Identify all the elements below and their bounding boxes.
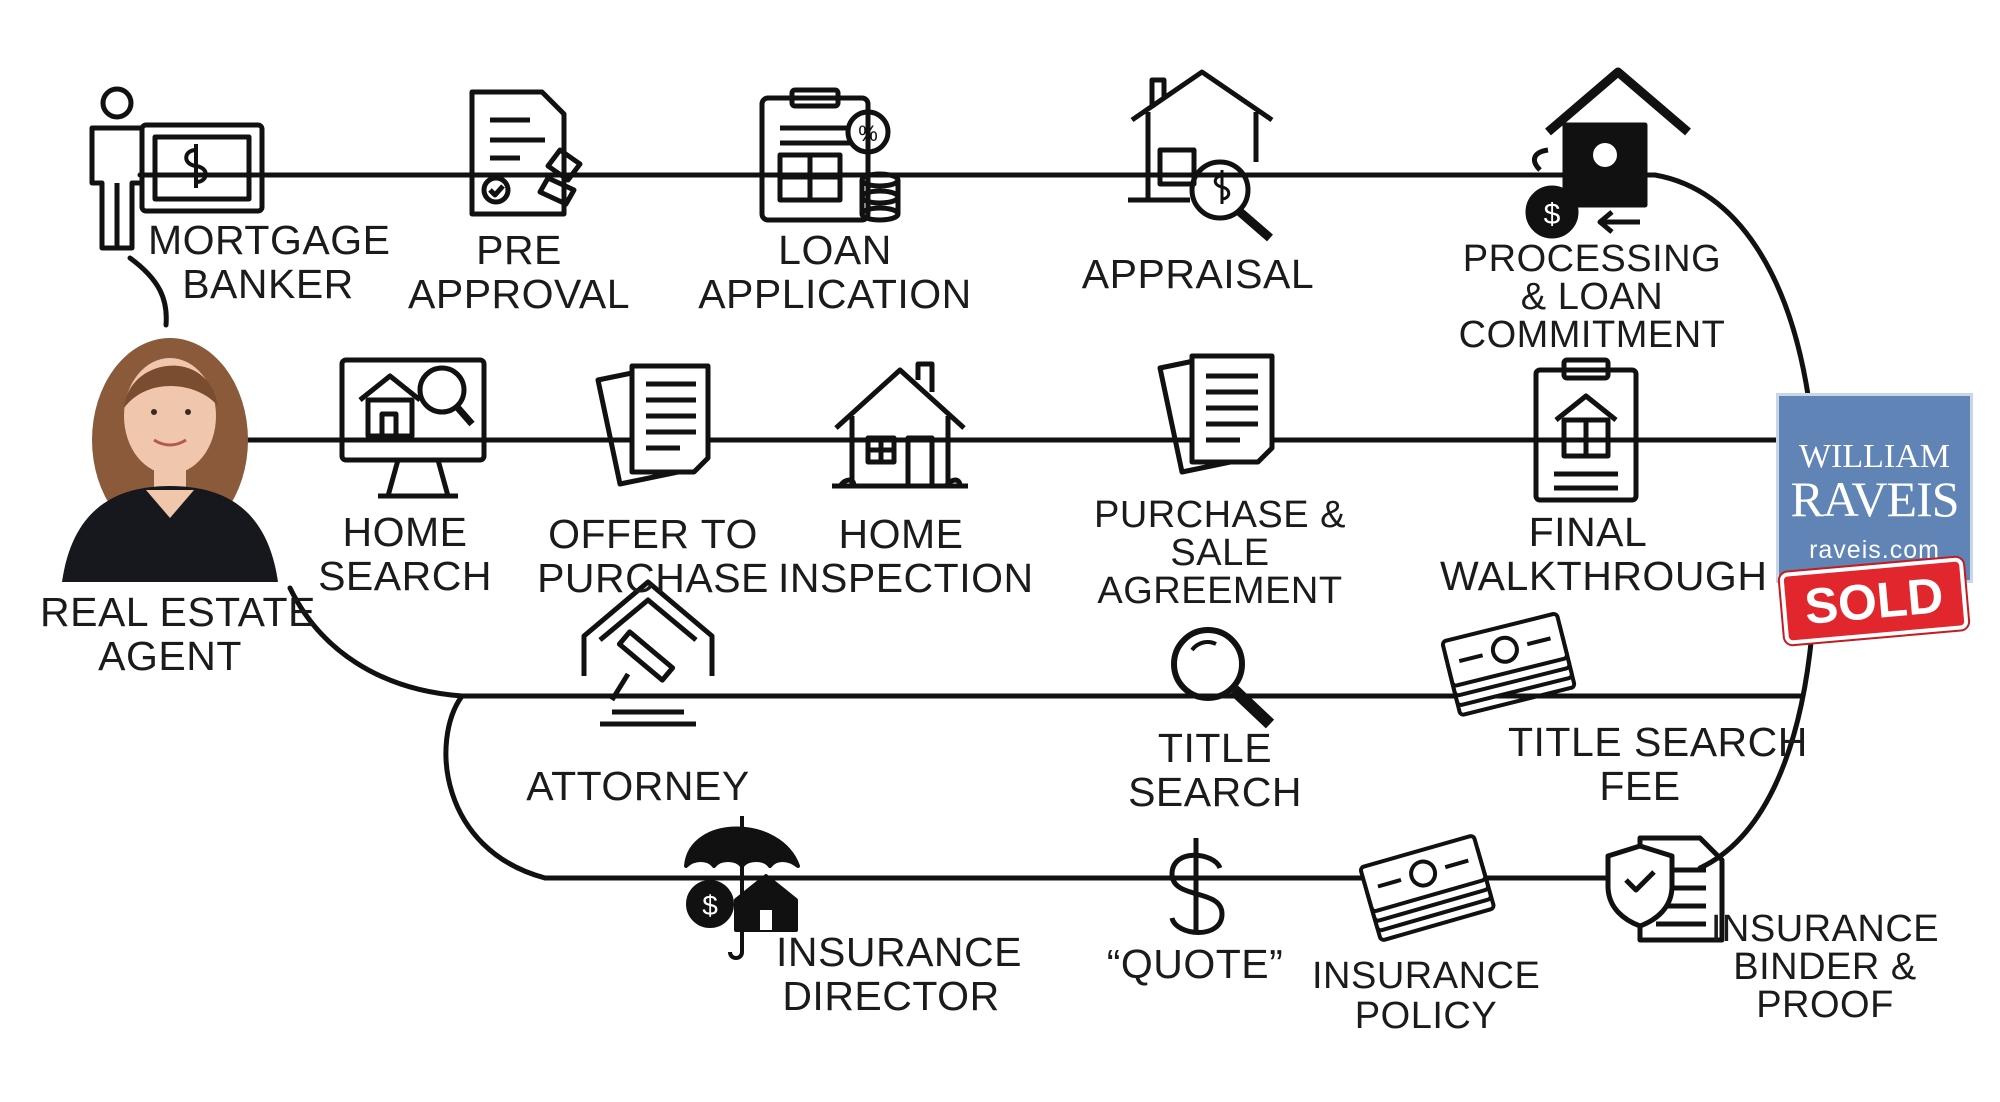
home-inspection-icon bbox=[832, 361, 968, 489]
svg-text:$: $ bbox=[702, 890, 718, 921]
quote-label: “QUOTE” bbox=[1106, 941, 1284, 987]
agent-photo bbox=[42, 320, 292, 582]
title-search-icon bbox=[1171, 627, 1275, 729]
insurance-policy-icon bbox=[1359, 834, 1496, 942]
processing-icon: $ bbox=[1525, 67, 1691, 239]
agent-to-attorney-connector bbox=[287, 585, 465, 699]
closing-loop bbox=[1652, 172, 1811, 398]
attorney-label: ATTORNEY bbox=[526, 763, 750, 809]
logo-url: raveis.com bbox=[1809, 536, 1940, 564]
attorney-icon bbox=[581, 579, 715, 727]
appraisal-icon bbox=[1128, 69, 1274, 242]
appraisal-label: APPRAISAL bbox=[1081, 251, 1315, 297]
attorney-to-insurance-connector bbox=[443, 693, 548, 881]
svg-text:$: $ bbox=[1544, 198, 1561, 231]
insurance-binder-icon bbox=[1605, 835, 1725, 943]
closing-loop-lower bbox=[1697, 630, 1815, 871]
logo-line-william: WILLIAM bbox=[1798, 438, 1951, 475]
svg-text:%: % bbox=[858, 121, 878, 146]
logo-line-raveis: RAVEIS bbox=[1790, 471, 1959, 527]
quote-dollar-icon bbox=[1169, 838, 1225, 935]
purchase-sale-icon bbox=[1157, 353, 1275, 475]
loan-application-icon: % bbox=[759, 87, 901, 223]
william-raveis-logo: WILLIAM RAVEIS raveis.com bbox=[1776, 393, 1973, 583]
banker-icon bbox=[89, 86, 265, 251]
pre-approval-icon bbox=[469, 89, 583, 217]
offer-icon bbox=[595, 363, 711, 487]
walkthrough-icon bbox=[1533, 357, 1639, 503]
title-fee-icon bbox=[1440, 612, 1577, 717]
home-search-icon bbox=[339, 357, 487, 499]
banker-to-agent-connector bbox=[127, 255, 169, 328]
insurance-director-icon: $ bbox=[684, 816, 800, 960]
